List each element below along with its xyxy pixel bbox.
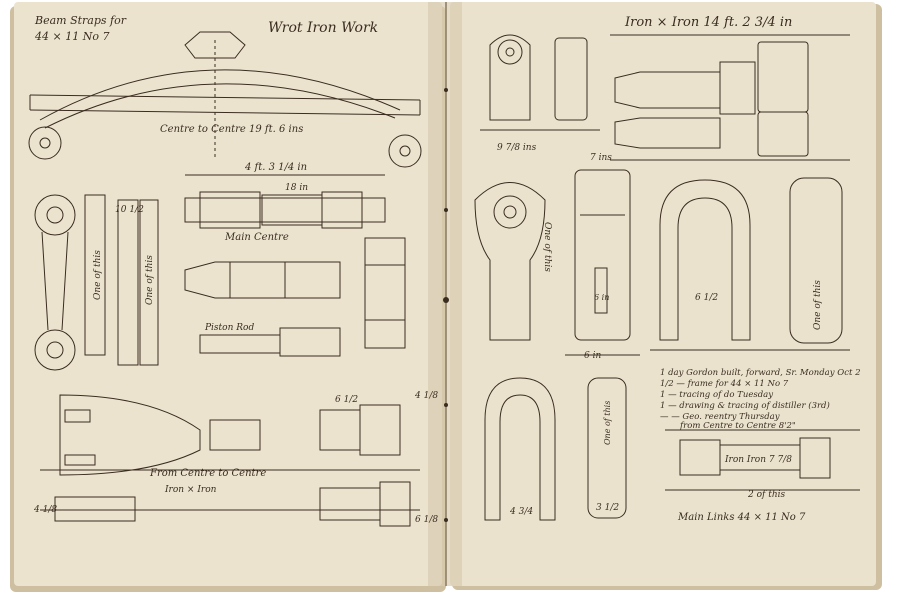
- right-page: [450, 2, 876, 586]
- main-centre-label: Main Centre: [224, 232, 289, 243]
- beam-eye-right: [388, 134, 422, 168]
- left-dim-d: 6 1/2: [335, 395, 358, 405]
- right-dim-a: 9 7/8 ins: [497, 143, 537, 153]
- right-dim-d: 6 1/2: [695, 293, 718, 303]
- two-of-this: 2 of this: [747, 490, 785, 500]
- lower-lever: [59, 394, 201, 476]
- right-one-of-this-a: One of this: [542, 222, 552, 272]
- overall-length: 4 ft. 3 1/4 in: [244, 162, 307, 173]
- spine-gutter: [428, 2, 462, 586]
- right-dim-c: 6 in: [584, 351, 601, 361]
- right-dim-e: 4 3/4: [509, 507, 533, 517]
- main-links-label: Main Links 44 × 11 No 7: [677, 512, 806, 523]
- u-shackle-small: [484, 377, 556, 521]
- right-eye-label: 6 in: [594, 293, 609, 302]
- u-shackle-large: [659, 179, 751, 341]
- left-page-corner: 4 1/8: [33, 505, 57, 515]
- left-dim-b: 10 1/2: [115, 205, 144, 215]
- right-dim-b: 7 ins: [590, 153, 612, 163]
- spine-stitches: [443, 88, 449, 522]
- log-entries: 1 day Gordon built, forward, Sr. Monday …: [660, 368, 861, 431]
- left-drawings: [28, 31, 422, 527]
- left-dim-e: 6 1/8: [415, 515, 438, 525]
- beam-eye-left: [28, 126, 62, 160]
- right-one-of-this-c: One of this: [603, 401, 612, 445]
- right-drawings: [474, 34, 860, 521]
- left-dim-a: 18 in: [285, 183, 308, 193]
- log-line: from Centre to Centre 8'2": [679, 421, 796, 431]
- rod-eye-top: [34, 194, 76, 236]
- log-line: 1/2 — frame for 44 × 11 No 7: [660, 379, 789, 389]
- centre-note: Centre to Centre 19 ft. 6 ins: [160, 124, 303, 135]
- right-header-title: Iron × Iron 14 ft. 2 3/4 in: [624, 15, 792, 30]
- log-line: 1 — tracing of do Tuesday: [660, 390, 773, 400]
- log-line: 1 day Gordon built, forward, Sr. Monday …: [660, 368, 861, 378]
- piston-rod-label: Piston Rod: [204, 323, 254, 333]
- rod-eye-bottom: [34, 329, 76, 371]
- right-one-of-this-b: One of this: [813, 280, 823, 330]
- iron-bar-note: Iron Iron 7 7/8: [724, 455, 792, 465]
- large-eye: [474, 182, 546, 341]
- left-header-title: Wrot Iron Work: [268, 20, 378, 36]
- from-centre-note: From Centre to Centre: [149, 468, 266, 479]
- left-header-1: Beam Straps for: [34, 14, 127, 27]
- left-dim-c: 4 1/8: [414, 391, 438, 401]
- left-page: [14, 2, 442, 586]
- main-centre-shaft: [184, 197, 386, 223]
- log-line: 1 — drawing & tracing of distiller (3rd): [660, 400, 830, 411]
- log-line: — — Geo. reentry Thursday: [660, 412, 780, 422]
- left-header-2: 44 × 11 No 7: [34, 30, 109, 43]
- one-of-this-b: One of this: [145, 255, 155, 305]
- one-of-this-a: One of this: [93, 250, 103, 300]
- iron-note: Iron × Iron: [164, 485, 217, 495]
- right-dim-f: 3 1/2: [596, 503, 619, 513]
